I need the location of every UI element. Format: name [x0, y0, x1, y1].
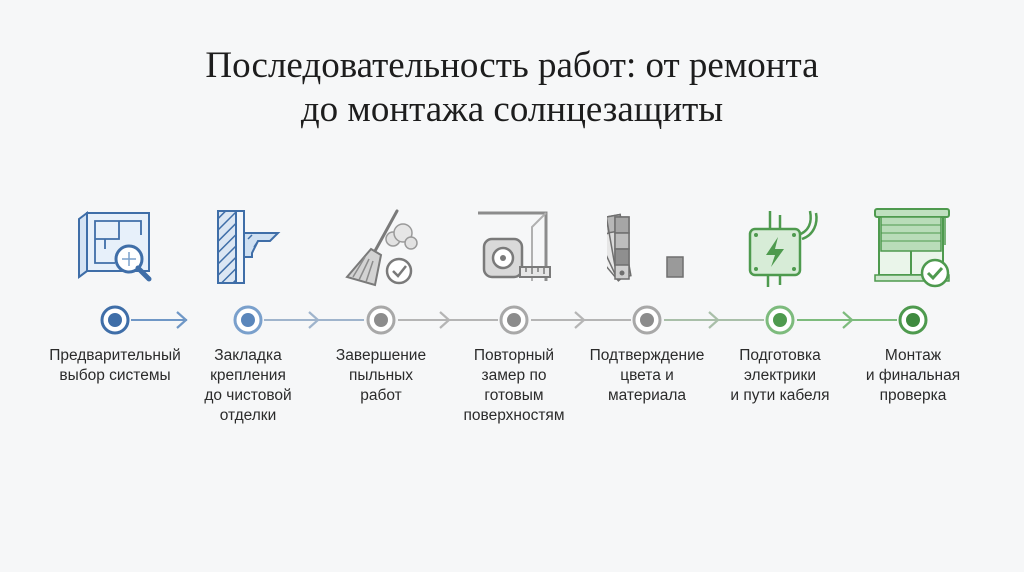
- color-swatch-fan-icon: [607, 205, 687, 291]
- electrical-box-cable-icon: [740, 205, 820, 291]
- window-blind-check-icon: [873, 205, 953, 291]
- step-7: Монтаж и финальная проверка: [838, 0, 988, 572]
- wall-bracket-icon: [208, 205, 288, 291]
- step-4: Повторный замер по готовым поверхностям: [439, 0, 589, 572]
- step-3-label: Завершение пыльных работ: [335, 347, 427, 404]
- step-7-node: [898, 305, 928, 335]
- step-2-label: Закладка крепления до чистовой отделки: [204, 347, 292, 424]
- broom-dust-check-icon: [341, 205, 421, 291]
- step-4-label: Повторный замер по готовым поверхностям: [463, 347, 565, 424]
- connector-arrow-5-6: [708, 311, 720, 329]
- step-3: Завершение пыльных работ: [306, 0, 456, 572]
- page-title-line-1: Последовательность работ: от ремонта: [205, 45, 819, 86]
- step-5-label: Подтверждение цвета и материала: [589, 347, 705, 404]
- timeline-connectors: [131, 311, 897, 329]
- step-6-label: Подготовка электрики и пути кабеля: [730, 347, 830, 404]
- step-2: Закладка крепления до чистовой отделки: [173, 0, 323, 572]
- step-5: Подтверждение цвета и материала: [572, 0, 722, 572]
- step-5-node: [632, 305, 662, 335]
- connector-arrow-6-7: [842, 311, 854, 329]
- step-3-node: [366, 305, 396, 335]
- step-7-label: Монтаж и финальная проверка: [865, 347, 961, 404]
- step-6-node: [765, 305, 795, 335]
- blueprint-magnifier-icon: [75, 205, 155, 291]
- step-4-node: [499, 305, 529, 335]
- connector-arrow-1-2: [176, 311, 188, 329]
- connector-arrow-4-5: [574, 311, 586, 329]
- step-6: Подготовка электрики и пути кабеля: [705, 0, 855, 572]
- page-title: Последовательность работ: от ремонта до …: [0, 44, 1024, 132]
- step-1-node: [100, 305, 130, 335]
- page-title-line-2: до монтажа солнцезащиты: [300, 89, 724, 130]
- step-1: Предварительный выбор системы: [40, 0, 190, 572]
- connector-arrow-2-3a: [308, 311, 320, 329]
- tape-measure-corner-icon: [474, 205, 554, 291]
- step-2-node: [233, 305, 263, 335]
- step-1-label: Предварительный выбор системы: [49, 347, 181, 384]
- connector-arrow-3-4: [439, 311, 451, 329]
